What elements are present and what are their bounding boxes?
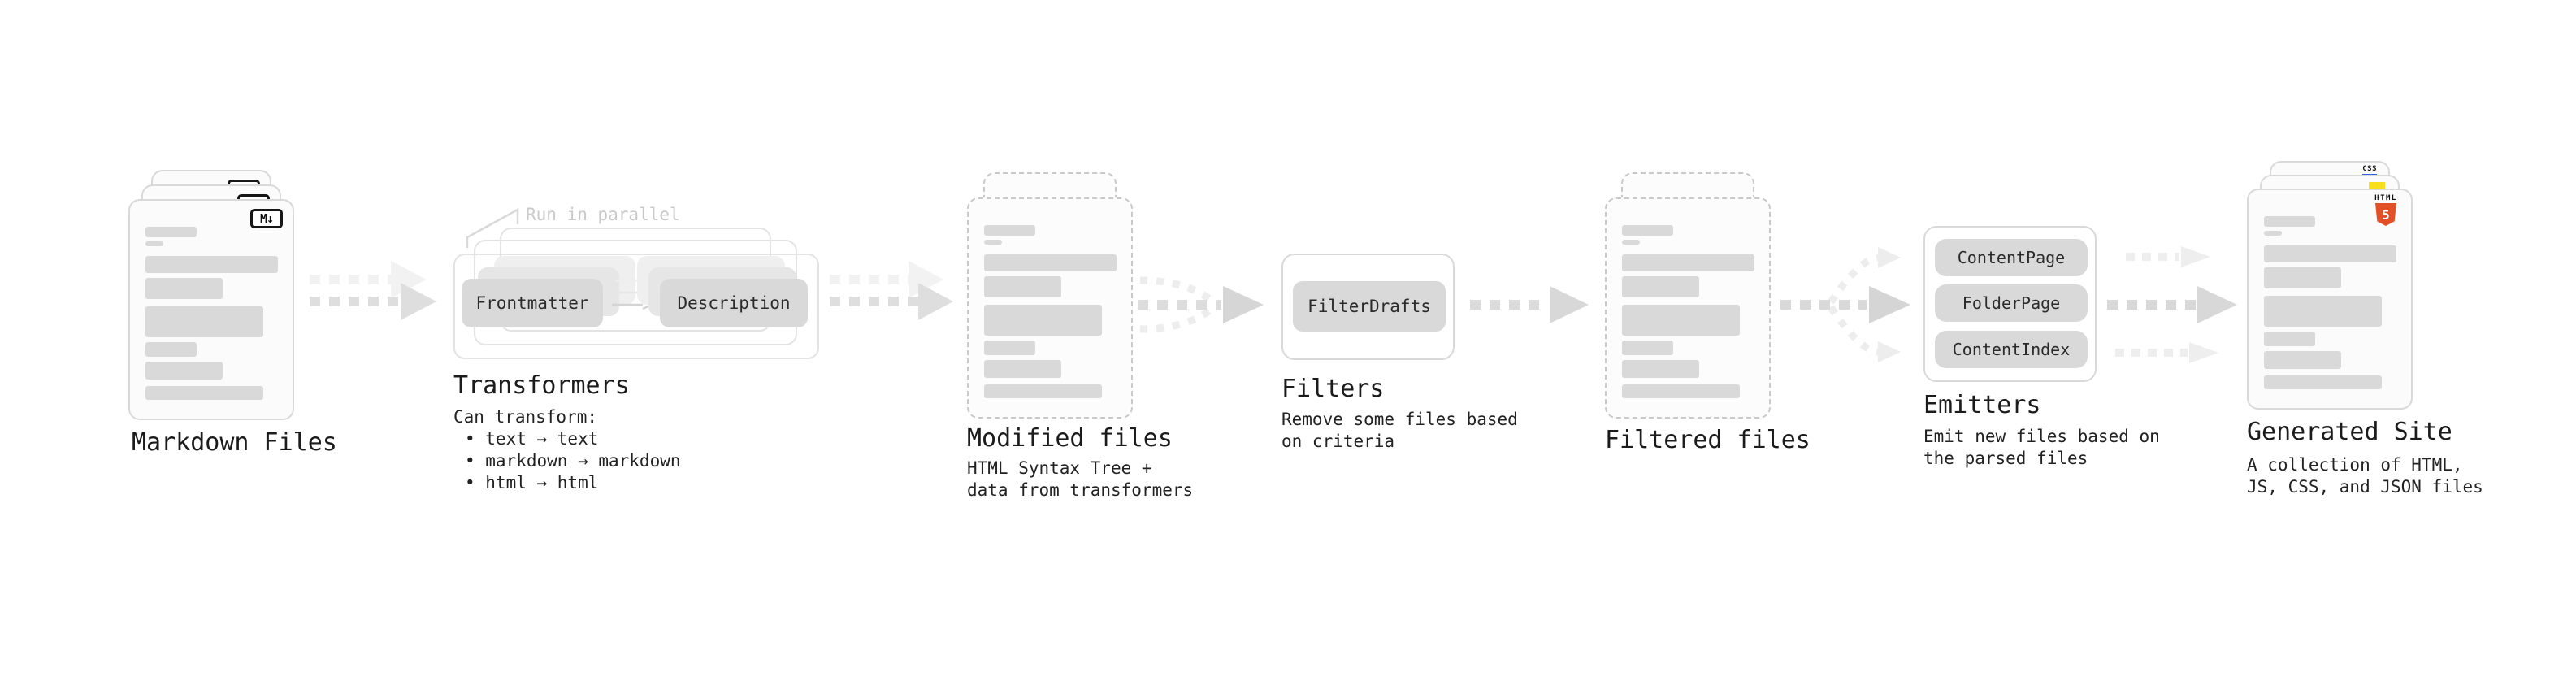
desc-line: A collection of HTML, [2247, 455, 2463, 475]
skeleton-bar [2264, 296, 2382, 327]
emitter-node-contentpage: ContentPage [1935, 239, 2088, 276]
skeleton-bar [1622, 305, 1740, 336]
transformers-description: Can transform: • text → text • markdown … [453, 406, 681, 494]
flow-arrow-filters-to-filtered [1470, 286, 1589, 323]
transformer-node-description: Description [660, 279, 808, 327]
skeleton-bar [145, 241, 163, 246]
skeleton-bar [2264, 245, 2396, 262]
desc-line: on criteria [1281, 432, 1395, 451]
skeleton-bar [984, 340, 1035, 355]
modified-files-title: Modified files [967, 424, 1173, 453]
desc-line: Can transform: [453, 407, 598, 427]
html5-shield: 5 [2375, 203, 2396, 226]
filtered-files-title: Filtered files [1605, 426, 1811, 454]
skeleton-bar [984, 254, 1117, 271]
emitters-description: Emit new files based on the parsed files [1923, 426, 2160, 470]
flow-arrow-markdown-to-transformers [310, 261, 436, 320]
transformers-title: Transformers [453, 371, 630, 400]
run-in-parallel-note: Run in parallel [526, 205, 680, 224]
modified-files-section [967, 172, 1146, 432]
emitters-panel: ContentPage FolderPage ContentIndex [1923, 226, 2097, 382]
skeleton-bar [984, 276, 1061, 297]
note-leader-line [466, 207, 519, 248]
html5-label: HTML [2374, 194, 2397, 202]
desc-line: JS, CSS, and JSON files [2247, 477, 2483, 497]
desc-line: • text → text [465, 429, 599, 449]
skeleton-bar [984, 240, 1002, 245]
file-card [967, 197, 1133, 419]
flow-arrow-filtered-to-emitters [1780, 247, 1910, 362]
desc-line: data from transformers [967, 480, 1194, 500]
desc-line: Remove some files based [1281, 410, 1518, 429]
skeleton-bar [145, 306, 263, 337]
skeleton-bar [2264, 216, 2315, 227]
skeleton-bar [1622, 225, 1673, 236]
generated-site-section: CSS HTML 5 [2247, 161, 2426, 421]
skeleton-bar [145, 386, 263, 400]
skeleton-bar [984, 360, 1061, 378]
skeleton-bar [1622, 340, 1673, 355]
skeleton-bar [2264, 231, 2282, 236]
flow-arrow-emitters-to-site [2107, 246, 2237, 363]
emitter-node-folderpage: FolderPage [1935, 284, 2088, 322]
filters-panel: FilterDrafts [1281, 254, 1455, 360]
skeleton-bar [145, 278, 223, 299]
skeleton-bar [984, 305, 1102, 336]
transformer-group-outline [453, 254, 819, 359]
desc-line: Emit new files based on [1923, 427, 2160, 446]
skeleton-bar [2264, 267, 2341, 288]
file-card [1605, 197, 1771, 419]
desc-line: HTML Syntax Tree + [967, 458, 1152, 478]
skeleton-bar [145, 227, 197, 237]
skeleton-bar [1622, 240, 1640, 245]
generated-site-description: A collection of HTML, JS, CSS, and JSON … [2247, 454, 2483, 498]
transformers-section: Run in parallel Frontmatter Description [453, 203, 827, 496]
file-card: HTML 5 [2247, 189, 2413, 410]
emitters-title: Emitters [1923, 391, 2041, 419]
filters-title: Filters [1281, 375, 1385, 403]
transformer-node-frontmatter: Frontmatter [462, 279, 603, 327]
filtered-files-section [1605, 172, 1784, 432]
flow-arrow-modified-to-filters [1138, 276, 1264, 333]
markdown-files-section: M↓ M↓ M↓ [128, 170, 307, 430]
flow-arrow-transformers-to-modified [830, 261, 953, 320]
skeleton-bar [1622, 276, 1699, 297]
markdown-files-title: Markdown Files [132, 428, 337, 457]
skeleton-bar [1622, 360, 1699, 378]
desc-line: the parsed files [1923, 449, 2088, 468]
emitter-node-contentindex: ContentIndex [1935, 331, 2088, 368]
skeleton-bar [1622, 384, 1740, 398]
skeleton-bar [2264, 332, 2315, 346]
skeleton-bar [145, 256, 278, 273]
skeleton-bar [145, 342, 197, 357]
filters-description: Remove some files based on criteria [1281, 409, 1518, 453]
file-card: M↓ [128, 199, 294, 420]
modified-files-description: HTML Syntax Tree + data from transformer… [967, 458, 1193, 501]
desc-line: • markdown → markdown [465, 451, 681, 471]
skeleton-bar [2264, 351, 2341, 369]
skeleton-bar [984, 225, 1035, 236]
filter-node-filterdrafts: FilterDrafts [1293, 281, 1446, 332]
skeleton-bar [984, 384, 1102, 398]
skeleton-bar [1622, 254, 1754, 271]
markdown-icon: M↓ [250, 209, 283, 228]
html5-icon: HTML 5 [2371, 195, 2400, 226]
skeleton-bar [2264, 375, 2382, 389]
skeleton-bar [145, 362, 223, 380]
desc-line: • html → html [465, 473, 599, 492]
generated-site-title: Generated Site [2247, 418, 2452, 446]
